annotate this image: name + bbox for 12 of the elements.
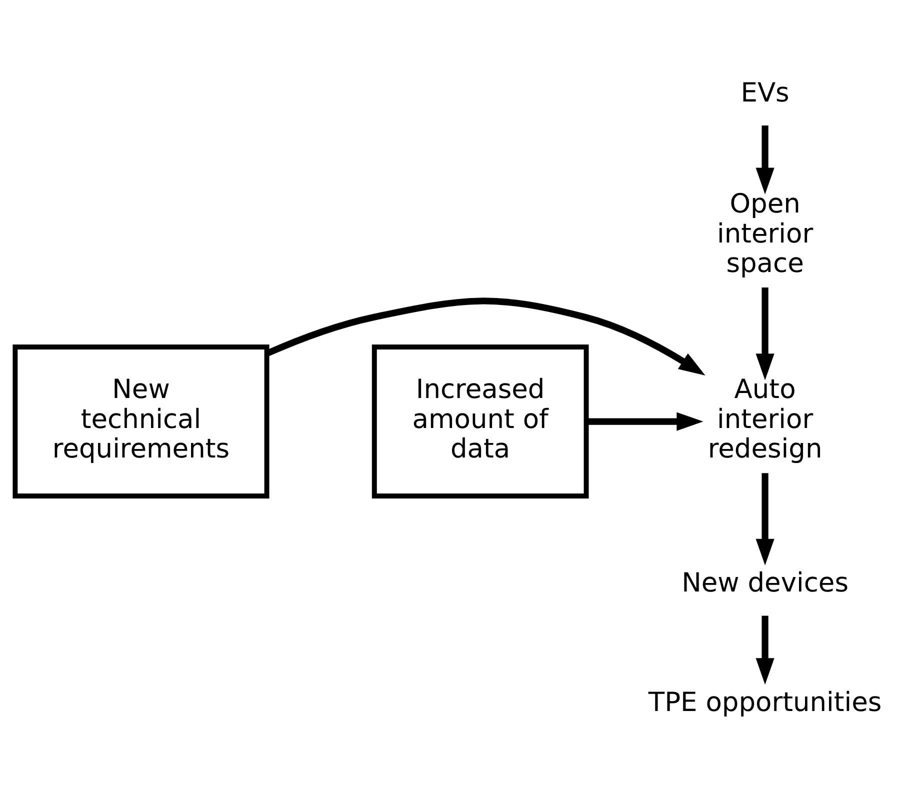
arrow (756, 473, 774, 566)
node-text: EVs (740, 78, 790, 109)
node-text: New devices (682, 568, 848, 599)
node-box: Increased amount of data (372, 344, 589, 498)
arrow (756, 616, 774, 685)
node-text: TPE opportunities (648, 686, 882, 718)
node-box: New technical requirements (12, 344, 270, 498)
arrow (756, 126, 774, 194)
arrow (756, 288, 774, 380)
node-text: Auto interior redesign (708, 374, 822, 465)
arrow (586, 412, 704, 431)
node-text: Open interior space (716, 188, 814, 280)
